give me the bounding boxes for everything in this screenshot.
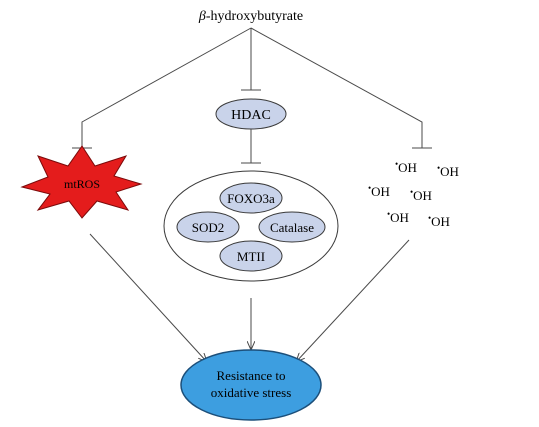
inhibition-edge-to-mtros [72, 27, 252, 149]
hydroxyl-radical: •OH [437, 163, 459, 179]
hydroxyl-radical: •OH [428, 213, 450, 229]
outcome-node: Resistance to oxidative stress [180, 349, 322, 421]
hdac-node: HDAC [215, 98, 287, 130]
inhibition-edge-to-hdac [241, 28, 261, 91]
mtii-node: MTII [219, 240, 283, 272]
catalase-node: Catalase [258, 211, 326, 243]
arrow-radicals-to-outcome [296, 239, 410, 362]
outcome-line-2: oxidative stress [211, 385, 292, 400]
antioxidant-gene-group: FOXO3a SOD2 Catalase MTII [163, 170, 339, 282]
gene-group-container [163, 170, 339, 282]
beta-symbol: β [198, 9, 206, 24]
hydroxybutyrate-text: -hydroxybutyrate [206, 9, 303, 24]
hydroxyl-radical: •OH [368, 183, 390, 199]
sod2-node: SOD2 [176, 211, 240, 243]
sod2-label: SOD2 [192, 220, 225, 235]
catalase-ellipse [258, 211, 326, 243]
arrow-mtros-to-outcome [89, 233, 207, 362]
mtros-label: mtROS [64, 177, 100, 191]
hydroxyl-radical: •OH [395, 159, 417, 175]
inhibition-edge-to-hydroxyl-radicals [250, 27, 432, 149]
catalase-label: Catalase [270, 220, 314, 235]
inhibition-edge-hdac-to-targets [241, 129, 261, 164]
mtii-label: MTII [237, 249, 265, 264]
mtii-ellipse [219, 240, 283, 272]
foxo3a-label: FOXO3a [227, 191, 275, 206]
mtros-starburst [20, 145, 143, 219]
hydroxyl-radical: •OH [410, 187, 432, 203]
outcome-ellipse [180, 349, 322, 421]
outcome-line-1: Resistance to [217, 368, 286, 383]
hydroxyl-radicals: •OH •OH •OH •OH •OH •OH [368, 159, 459, 229]
foxo3a-ellipse [219, 182, 283, 214]
sod2-ellipse [176, 211, 240, 243]
foxo3a-node: FOXO3a [219, 182, 283, 214]
hydroxyl-radical: •OH [387, 209, 409, 225]
hdac-label: HDAC [231, 108, 271, 123]
mtros-node: mtROS [20, 145, 143, 219]
beta-hydroxybutyrate-label: β-hydroxybutyrate [198, 9, 303, 24]
outcome-label: Resistance to oxidative stress [211, 368, 292, 400]
